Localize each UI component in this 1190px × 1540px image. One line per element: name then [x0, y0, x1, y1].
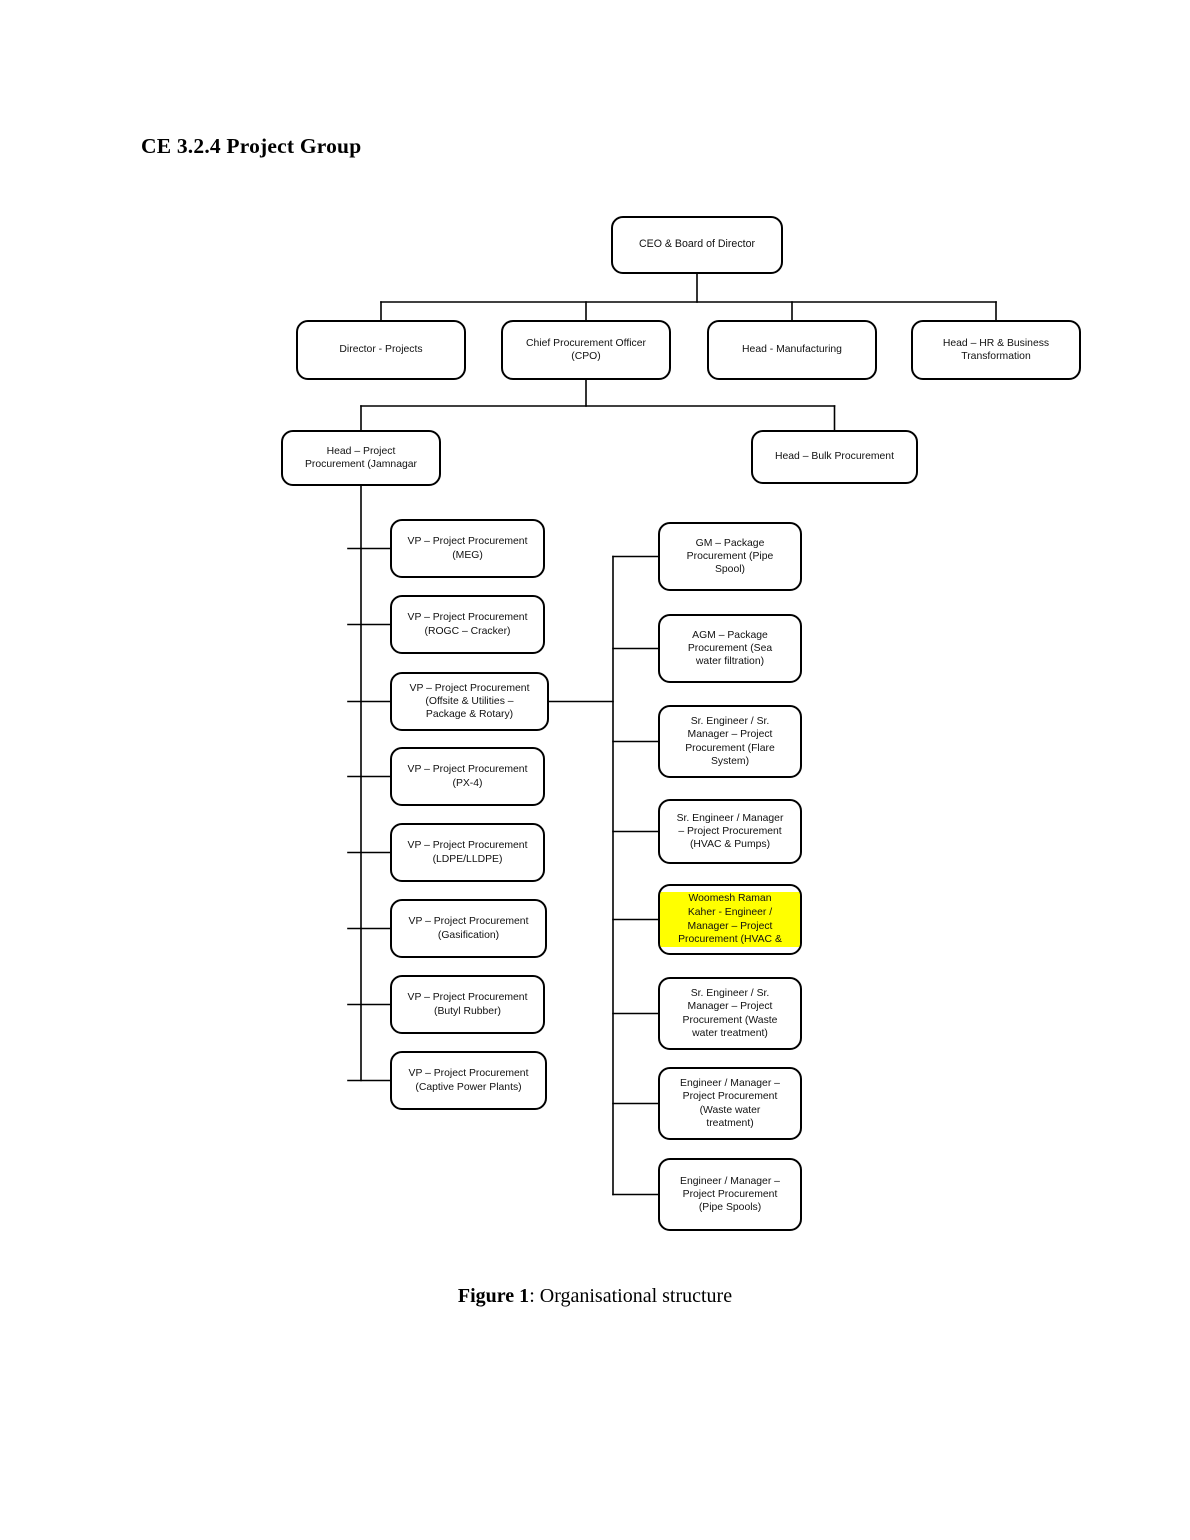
- org-node-sr-engineer-hvac-pumps: Sr. Engineer / Manager – Project Procure…: [658, 799, 802, 864]
- org-node-label: Head – Bulk Procurement: [775, 451, 894, 463]
- org-node-label: AGM – Package Procurement (Sea water fil…: [687, 629, 773, 668]
- org-node-label: CEO & Board of Director: [639, 238, 755, 251]
- org-node-cpo: Chief Procurement Officer (CPO): [501, 320, 671, 380]
- figure-caption: Figure 1: Organisational structure: [0, 1285, 1190, 1308]
- org-node-head-manufacturing: Head - Manufacturing: [707, 320, 877, 380]
- org-node-vp-ldpe: VP – Project Procurement (LDPE/LLDPE): [390, 823, 545, 882]
- org-node-label: VP – Project Procurement (MEG): [407, 536, 528, 561]
- org-node-head-bulk-procurement: Head – Bulk Procurement: [751, 430, 918, 484]
- org-node-director-projects: Director - Projects: [296, 320, 466, 380]
- figure-caption-text: : Organisational structure: [529, 1285, 733, 1307]
- org-node-vp-butyl-rubber: VP – Project Procurement (Butyl Rubber): [390, 975, 545, 1034]
- page-title: CE 3.2.4 Project Group: [141, 134, 362, 158]
- org-node-ceo: CEO & Board of Director: [611, 216, 783, 274]
- org-node-label: Woomesh Raman Kaher - Engineer / Manager…: [660, 892, 800, 947]
- org-node-engineer-waste-water: Engineer / Manager – Project Procurement…: [658, 1067, 802, 1140]
- org-node-head-hr: Head – HR & Business Transformation: [911, 320, 1081, 380]
- org-node-label: VP – Project Procurement (Gasification): [408, 916, 529, 941]
- org-node-label: Engineer / Manager – Project Procurement…: [680, 1175, 780, 1214]
- org-node-vp-meg: VP – Project Procurement (MEG): [390, 519, 545, 578]
- org-node-label: Head – HR & Business Transformation: [942, 337, 1050, 362]
- org-node-agm-sea-water: AGM – Package Procurement (Sea water fil…: [658, 614, 802, 683]
- org-node-label: VP – Project Procurement (LDPE/LLDPE): [407, 840, 528, 865]
- org-node-vp-captive-power: VP – Project Procurement (Captive Power …: [390, 1051, 547, 1110]
- org-node-vp-rogc-cracker: VP – Project Procurement (ROGC – Cracker…: [390, 595, 545, 654]
- org-node-label: GM – Package Procurement (Pipe Spool): [686, 537, 774, 576]
- org-node-label: VP – Project Procurement (Captive Power …: [408, 1068, 529, 1093]
- org-node-label: Sr. Engineer / Manager – Project Procure…: [676, 812, 784, 851]
- org-node-label: Director - Projects: [339, 344, 423, 356]
- org-node-sr-engineer-waste-water: Sr. Engineer / Sr. Manager – Project Pro…: [658, 977, 802, 1050]
- org-node-sr-engineer-flare: Sr. Engineer / Sr. Manager – Project Pro…: [658, 705, 802, 778]
- org-node-woomesh-hvac: Woomesh Raman Kaher - Engineer / Manager…: [658, 884, 802, 955]
- org-node-head-project-procurement: Head – Project Procurement (Jamnagar: [281, 430, 441, 486]
- org-node-vp-offsite-utilities: VP – Project Procurement (Offsite & Util…: [390, 672, 549, 731]
- org-node-label: Sr. Engineer / Sr. Manager – Project Pro…: [685, 715, 775, 767]
- org-node-label: VP – Project Procurement (PX-4): [407, 764, 528, 789]
- figure-caption-label: Figure 1: [457, 1285, 530, 1307]
- org-node-label: Sr. Engineer / Sr. Manager – Project Pro…: [682, 987, 778, 1039]
- org-node-vp-px4: VP – Project Procurement (PX-4): [390, 747, 545, 806]
- org-node-label: VP – Project Procurement (Butyl Rubber): [407, 992, 528, 1017]
- org-node-label: Engineer / Manager – Project Procurement…: [680, 1077, 780, 1129]
- org-node-label: VP – Project Procurement (ROGC – Cracker…: [407, 612, 528, 637]
- org-node-label: Head - Manufacturing: [742, 344, 842, 356]
- org-node-vp-gasification: VP – Project Procurement (Gasification): [390, 899, 547, 958]
- org-node-label: Chief Procurement Officer (CPO): [526, 337, 646, 362]
- org-node-engineer-pipe-spools: Engineer / Manager – Project Procurement…: [658, 1158, 802, 1231]
- org-node-gm-pipe-spool: GM – Package Procurement (Pipe Spool): [658, 522, 802, 591]
- org-node-label: Head – Project Procurement (Jamnagar: [304, 445, 418, 470]
- org-node-label: VP – Project Procurement (Offsite & Util…: [409, 682, 530, 721]
